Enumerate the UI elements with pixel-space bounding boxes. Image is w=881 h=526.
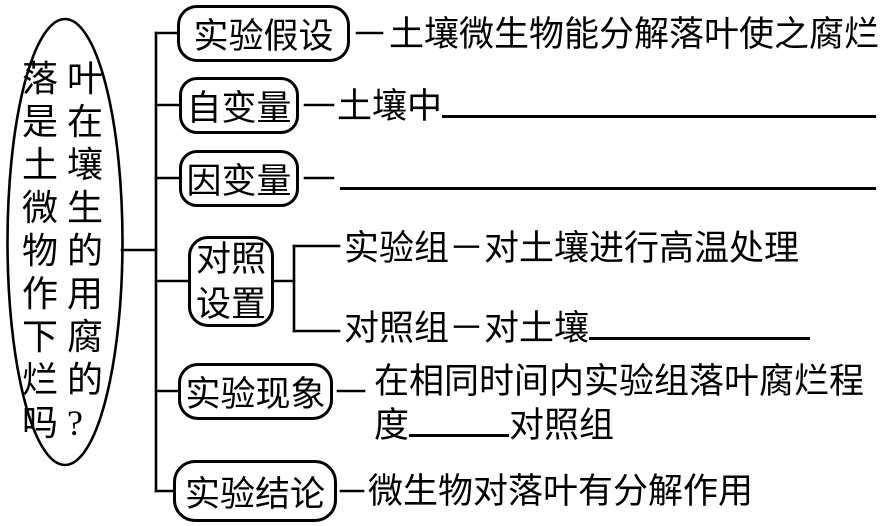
phenomenon-line2-prefix: 度 [374,406,410,445]
independent-variable-text: 土壤中 [337,87,877,126]
control-setup-label: 对照设置 [195,239,266,324]
control-group-text: 对照组－对土壤 [344,309,811,348]
phenomenon-label: 实验现象 [185,375,326,414]
independent-variable-box: 自变量 [179,77,299,134]
phenomenon-text-line1: 在相同时间内实验组落叶腐烂程 [374,362,865,401]
control-group-blank-line [589,337,811,340]
hypothesis-label: 实验假设 [193,17,334,56]
topic-text-row: 作用 [22,274,113,314]
phenomenon-text: 在相同时间内实验组落叶腐烂程 度 对照组 [374,360,864,448]
conclusion-label: 实验结论 [184,474,325,514]
conclusion-text: 微生物对落叶有分解作用 [368,472,754,511]
dependent-variable-blank-line [340,187,876,190]
topic-text-row: 吗? [22,403,92,443]
phenomenon-line2-suffix: 对照组 [509,406,615,445]
phenomenon-box: 实验现象 [178,363,333,420]
topic-text-row: 落叶 [22,59,113,99]
dependent-variable-text [340,160,876,198]
independent-variable-blank-line [442,115,877,118]
independent-variable-prefix: 土壤中 [337,87,443,126]
topic-ellipse-outline [6,17,124,467]
topic-text: 落叶 是在 土壤 微生 物的 作用 下腐 烂的 吗? [22,58,118,445]
topic-text-row: 下腐 [22,317,113,357]
phenomenon-blank-line [409,434,510,437]
topic-text-row: 物的 [22,231,113,271]
control-setup-box: 对照设置 [188,236,274,327]
independent-variable-label: 自变量 [186,89,292,128]
experimental-group-text: 实验组－对土壤进行高温处理 [344,229,800,268]
dependent-variable-label: 因变量 [186,162,292,201]
topic-text-row: 是在 [22,102,113,142]
topic-text-row: 微生 [22,188,113,228]
topic-text-row: 烂的 [22,360,113,400]
topic-text-row: 土壤 [22,145,113,185]
conclusion-box: 实验结论 [173,460,337,522]
hypothesis-text: 土壤微生物能分解落叶使之腐烂 [389,15,880,54]
hypothesis-box: 实验假设 [177,5,350,62]
phenomenon-text-line2: 度 对照组 [374,404,864,448]
dependent-variable-box: 因变量 [179,150,299,207]
control-group-prefix: 对照组－对土壤 [344,309,590,348]
